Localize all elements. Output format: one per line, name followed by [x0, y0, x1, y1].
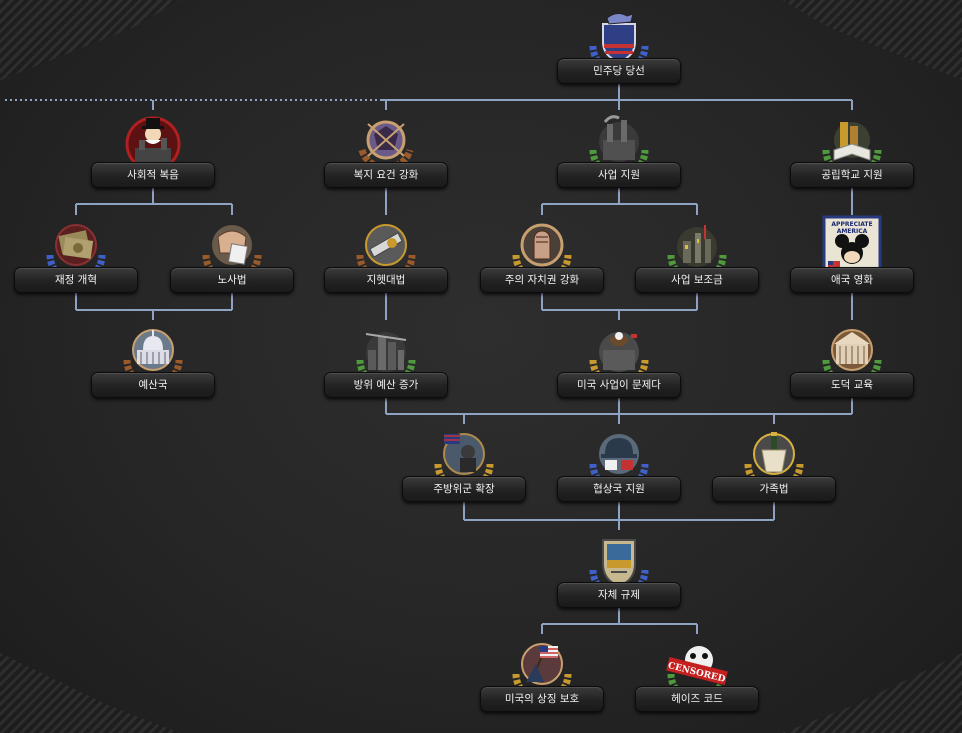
focus-business-subsidy[interactable]: 사업 보조금 — [635, 215, 759, 311]
library-building-icon — [820, 320, 884, 384]
focus-label: 애국 영화 — [790, 267, 914, 293]
industry-subsidy-icon — [665, 215, 729, 279]
focus-label: 헤이즈 코드 — [635, 686, 759, 712]
focus-moral-education[interactable]: 도덕 교육 — [790, 320, 914, 416]
focus-label: 사업 보조금 — [635, 267, 759, 293]
court-gavel-icon — [354, 215, 418, 279]
focus-strengthen-state-autonomy[interactable]: 주의 자치권 강화 — [480, 215, 604, 311]
school-books-icon — [820, 110, 884, 174]
focus-label: 노사법 — [170, 267, 294, 293]
focus-family-law[interactable]: 가족법 — [712, 424, 836, 520]
focus-label: 민주당 당선 — [557, 58, 681, 84]
focus-label: 미국의 상징 보호 — [480, 686, 604, 712]
focus-label: 복지 요건 강화 — [324, 162, 448, 188]
democratic-donkey-shield-icon — [587, 6, 651, 70]
focus-american-business-is-business[interactable]: 미국 사업이 문제다 — [557, 320, 681, 416]
focus-patriotic-films[interactable]: APPRECIATE AMERICA 애국 영화 — [790, 215, 914, 311]
focus-label: 예산국 — [91, 372, 215, 398]
focus-label: 협상국 지원 — [557, 476, 681, 502]
focus-social-gospel[interactable]: 사회적 복음 — [91, 110, 215, 206]
focus-label: 방위 예산 증가 — [324, 372, 448, 398]
focus-stronger-welfare-requirements[interactable]: 복지 요건 강화 — [324, 110, 448, 206]
focus-label: 사회적 복음 — [91, 162, 215, 188]
focus-label: 지헷대법 — [324, 267, 448, 293]
focus-label: 가족법 — [712, 476, 836, 502]
money-bills-icon — [44, 215, 108, 279]
focus-labor-law[interactable]: 노사법 — [170, 215, 294, 311]
censored-icon: CENSORED — [665, 634, 729, 698]
focus-label: 주방위군 확장 — [402, 476, 526, 502]
focus-label: 재정 개혁 — [14, 267, 138, 293]
national-guard-icon — [432, 424, 496, 488]
eagle-city-icon — [587, 320, 651, 384]
military-city-icon — [354, 320, 418, 384]
focus-label: 자체 규제 — [557, 582, 681, 608]
focus-defense-budget-increase[interactable]: 방위 예산 증가 — [324, 320, 448, 416]
allied-helmet-icon — [587, 424, 651, 488]
focus-jihet-law[interactable]: 지헷대법 — [324, 215, 448, 311]
appreciate-america-mouse-icon: APPRECIATE AMERICA — [820, 215, 884, 279]
focus-self-regulation[interactable]: 자체 규제 — [557, 530, 681, 626]
monopoly-man-icon — [121, 110, 185, 174]
poster-text-appreciate: APPRECIATE — [831, 221, 872, 228]
focus-label: 공립학교 지원 — [790, 162, 914, 188]
capitol-building-icon — [121, 320, 185, 384]
focus-label: 주의 자치권 강화 — [480, 267, 604, 293]
focus-support-the-entente[interactable]: 협상국 지원 — [557, 424, 681, 520]
flag-raising-icon — [510, 634, 574, 698]
focus-budget-bureau[interactable]: 예산국 — [91, 320, 215, 416]
focus-label: 도덕 교육 — [790, 372, 914, 398]
focus-protect-american-symbols[interactable]: 미국의 상징 보호 — [480, 634, 604, 730]
focus-public-school-support[interactable]: 공립학교 지원 — [790, 110, 914, 206]
focus-fiscal-reform[interactable]: 재정 개혁 — [14, 215, 138, 311]
focus-expand-national-guard[interactable]: 주방위군 확장 — [402, 424, 526, 520]
labor-fist-icon — [200, 215, 264, 279]
factory-icon — [587, 110, 651, 174]
focus-hays-code[interactable]: CENSORED 헤이즈 코드 — [635, 634, 759, 730]
champagne-bucket-icon — [742, 424, 806, 488]
focus-label: 미국 사업이 문제다 — [557, 372, 681, 398]
raised-fist-icon — [510, 215, 574, 279]
poster-text-america: AMERICA — [837, 228, 868, 235]
focus-label: 사업 지원 — [557, 162, 681, 188]
focus-democrats-elected[interactable]: 민주당 당선 — [557, 6, 681, 102]
focus-business-support[interactable]: 사업 지원 — [557, 110, 681, 206]
